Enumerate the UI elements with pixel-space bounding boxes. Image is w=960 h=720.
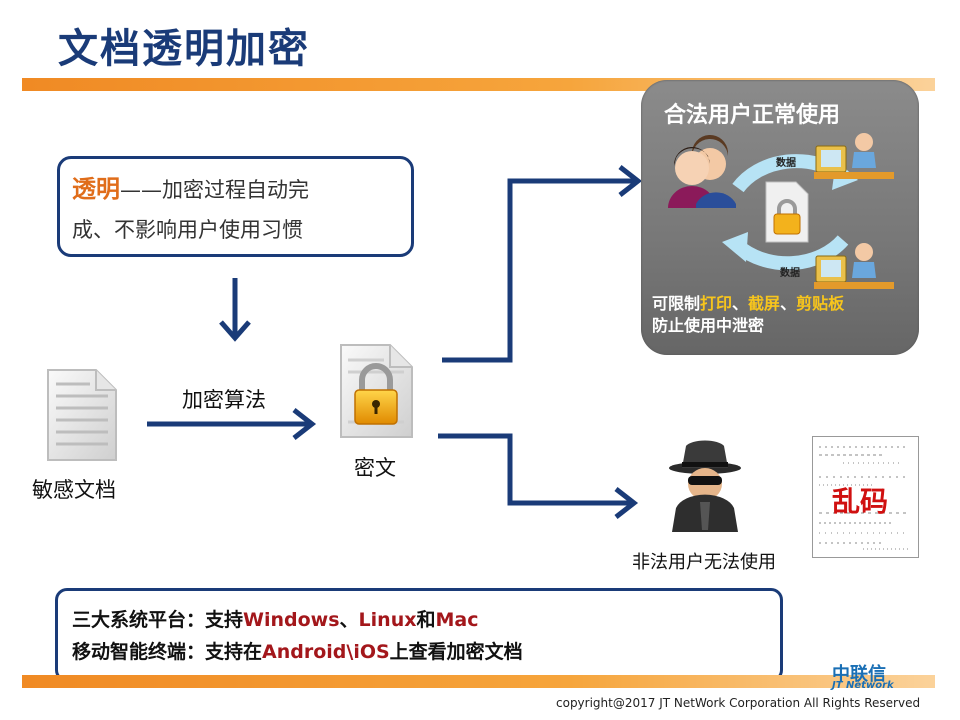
data-label-top: 数据: [776, 158, 796, 169]
garbled-label: 乱码: [832, 485, 889, 518]
legal-usage-illustration: [668, 133, 894, 289]
encrypt-algorithm-label: 加密算法: [182, 388, 266, 412]
illegal-user-label: 非法用户无法使用: [632, 552, 776, 573]
footer-accent-bar: [22, 675, 935, 688]
transparent-line-1: 透明——加密过程自动完: [72, 169, 309, 204]
platform-support-box: 三大系统平台：支持Windows、Linux和Mac 移动智能终端：支持在And…: [55, 588, 783, 682]
illegal-arrow-head: [614, 487, 639, 519]
transparent-line-1-rest: ——加密过程自动完: [120, 178, 309, 202]
users-icon: [668, 134, 736, 208]
worker-bottom-icon: [814, 243, 894, 289]
encrypt-arrow-head: [292, 408, 317, 440]
restriction-line-2: 防止使用中泄密: [652, 316, 765, 335]
garbled-text-lines: [819, 446, 909, 550]
company-logo-cn: 中联信: [832, 664, 886, 685]
company-logo-en: JT Network: [832, 680, 894, 691]
ciphertext-label: 密文: [354, 456, 396, 480]
transparent-line-2: 成、不影响用户使用习惯: [72, 218, 303, 242]
center-locked-doc-icon: [765, 181, 809, 243]
spy-user-icon: [669, 440, 741, 532]
platform-row-desktop: 三大系统平台：支持Windows、Linux和Mac: [72, 609, 479, 631]
platform-row-mobile: 移动智能终端：支持在Android\iOS上查看加密文档: [72, 641, 523, 663]
data-label-bottom: 数据: [780, 268, 800, 279]
legal-arrow-head: [618, 165, 643, 197]
down-arrow-head: [219, 320, 251, 342]
document-icon: [47, 369, 117, 461]
legal-path-arrow: [442, 178, 636, 363]
worker-top-icon: [814, 133, 894, 179]
illegal-path-arrow: [438, 433, 632, 506]
copyright-text: copyright@2017 JT NetWork Corporation Al…: [556, 696, 921, 710]
page-title: 文档透明加密: [58, 26, 310, 72]
restriction-note: 可限制打印、截屏、剪贴板 防止使用中泄密: [652, 293, 844, 337]
transparent-highlight: 透明: [72, 175, 120, 203]
garbled-document: [812, 436, 919, 558]
restriction-line-1: 可限制打印、截屏、剪贴板: [652, 294, 845, 313]
sensitive-doc-label: 敏感文档: [32, 478, 116, 502]
legal-users-title: 合法用户正常使用: [664, 103, 841, 128]
transparent-description-box: 透明——加密过程自动完 成、不影响用户使用习惯: [57, 156, 414, 257]
locked-document-icon: [340, 344, 413, 438]
